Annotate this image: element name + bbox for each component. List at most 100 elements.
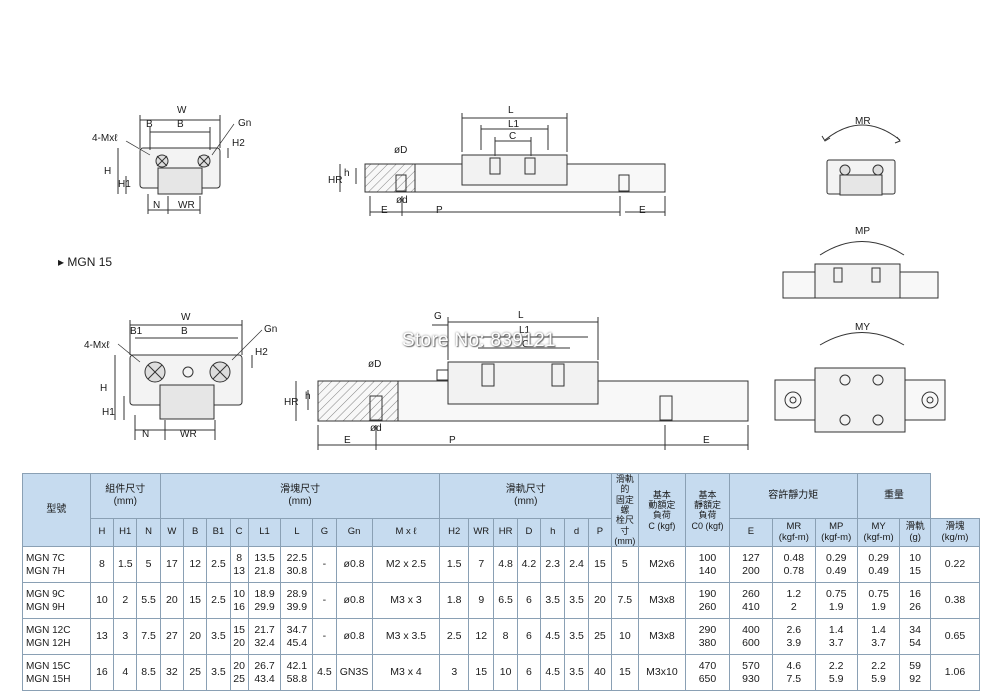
- cell-h: 8: [89, 546, 115, 584]
- cell-line: 25: [233, 672, 245, 685]
- cell-line: 13: [233, 564, 245, 577]
- dim-label-l1: L1: [519, 325, 531, 336]
- cell-d: 6: [516, 618, 542, 656]
- cell-line: 16: [233, 600, 245, 613]
- col-l: L: [280, 517, 314, 548]
- cell-line: 28.9: [286, 587, 308, 600]
- col-weight-block: 滑塊(kg/m): [929, 517, 981, 548]
- cell-line: 59: [909, 659, 921, 672]
- cell-line: 0.48: [783, 551, 805, 564]
- dim-label-wr: WR: [180, 429, 197, 440]
- col-b: B: [183, 517, 208, 548]
- cell-p: 40: [587, 654, 613, 691]
- cell-line: 45.4: [286, 636, 308, 649]
- cell-d: 3.5: [564, 618, 589, 656]
- section-label: ▸ MGN 15: [58, 255, 113, 269]
- cell-bolt: M3x10: [637, 654, 687, 691]
- cell-line: 1.4: [828, 623, 844, 636]
- col-h: H: [89, 517, 115, 548]
- moment-label-my: MY: [855, 322, 870, 333]
- cell-n: 5: [136, 546, 161, 584]
- cell-d: 6: [516, 582, 542, 620]
- cell-line: MGN 12H: [26, 637, 71, 649]
- cell-wr: 12: [468, 618, 495, 656]
- table-header-row: 型號 組件尺寸(mm) 滑塊尺寸(mm) 滑軌尺寸(mm) 滑軌的固定螺栓尺寸(…: [22, 472, 980, 548]
- cell-ml: M3 x 3: [371, 582, 441, 620]
- cell-h1: 4: [113, 654, 138, 691]
- cell-line: 1.9: [828, 600, 844, 613]
- col-mr: MR(kgf-m): [772, 517, 816, 548]
- cell-w-block: 0.38: [929, 582, 981, 620]
- cell-line: 127: [742, 551, 760, 564]
- dim-label-mxl: 4-Mxℓ: [84, 340, 110, 351]
- bottom-side-view: [295, 317, 749, 450]
- cell-line: 1.9: [871, 600, 886, 613]
- technical-drawings: [114, 113, 946, 450]
- cell-line: 26: [909, 600, 921, 613]
- col-w: W: [159, 517, 185, 548]
- cell-line: 600: [742, 636, 760, 649]
- cell-line: MGN 7H: [26, 565, 65, 577]
- cell-d: 4.2: [516, 546, 542, 584]
- cell-line: 3.9: [786, 636, 802, 649]
- cell-line: 18.9: [254, 587, 275, 600]
- cell-w-block: 0.65: [929, 618, 981, 656]
- cell-line: 2: [790, 600, 797, 613]
- cell-line: 15: [909, 564, 921, 577]
- cell-line: 470: [698, 659, 717, 672]
- cell-line: 8: [236, 551, 243, 564]
- dim-label-hr: HR: [284, 397, 299, 408]
- cell-h1: 2: [113, 582, 138, 620]
- cell-n: 7.5: [136, 618, 161, 656]
- cell-g: -: [312, 618, 337, 656]
- dim-label-b1: B1: [130, 326, 143, 337]
- cell-line: MGN 9H: [26, 601, 65, 613]
- cell-d: 3.5: [564, 582, 589, 620]
- cell-hr: 4.8: [493, 546, 518, 584]
- cell-ml: M2 x 2.5: [371, 546, 441, 584]
- cell-line: 29.9: [254, 600, 275, 613]
- top-side-view: [339, 113, 666, 216]
- dim-label-od: øD: [368, 359, 382, 370]
- cell-b1: 2.5: [206, 546, 231, 584]
- cell-g: 4.5: [312, 654, 337, 691]
- dim-label-od-small: ød: [370, 423, 382, 434]
- top-front-view: [117, 115, 235, 214]
- cell-line: 13.5: [254, 551, 275, 564]
- cell-p: 15: [587, 546, 613, 584]
- cell-line: 21.8: [254, 564, 275, 577]
- cell-e: 7.5: [611, 582, 639, 620]
- dim-label-e: E: [381, 205, 388, 216]
- cell-line: 5.9: [871, 672, 886, 685]
- cell-line: 58.8: [286, 672, 308, 685]
- cell-h2: 1.5: [439, 546, 470, 584]
- cell-line: MGN 9C: [26, 588, 65, 600]
- dim-label-l: L: [508, 105, 514, 116]
- dim-label-h: h: [305, 391, 311, 402]
- cell-h2: 2.5: [439, 618, 470, 656]
- cell-b1: 3.5: [206, 654, 231, 691]
- cell-d: 3.5: [564, 654, 589, 691]
- dim-label-h: h: [344, 168, 350, 179]
- moment-icons: [774, 124, 946, 433]
- cell-n: 5.5: [136, 582, 161, 620]
- cell-h2: 1.8: [439, 582, 470, 620]
- col-hr: HR: [493, 517, 518, 548]
- cell-line: 1.4: [871, 623, 886, 636]
